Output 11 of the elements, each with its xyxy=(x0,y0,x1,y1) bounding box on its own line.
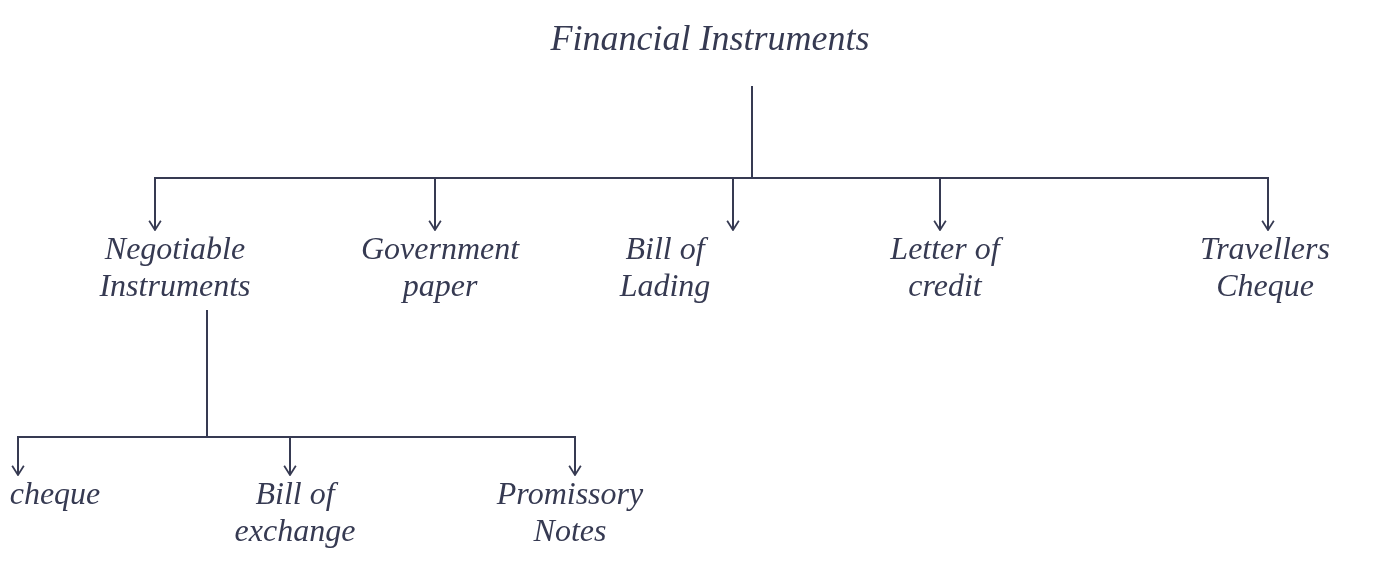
node-label: Bill of exchange xyxy=(233,475,357,549)
node-label: Negotiable Instruments xyxy=(98,230,252,304)
title-text: Financial Instruments xyxy=(549,18,871,60)
node-label: Letter of credit xyxy=(870,230,1020,304)
node-label: cheque xyxy=(8,475,102,512)
connector-arrow xyxy=(751,85,1275,231)
node-label: Bill of Lading xyxy=(618,230,712,304)
node-label: Travellers Cheque xyxy=(1199,230,1331,304)
connector-arrow xyxy=(206,309,582,476)
node-label: Government paper xyxy=(359,230,521,304)
node-label: Promissory Notes xyxy=(495,475,645,549)
